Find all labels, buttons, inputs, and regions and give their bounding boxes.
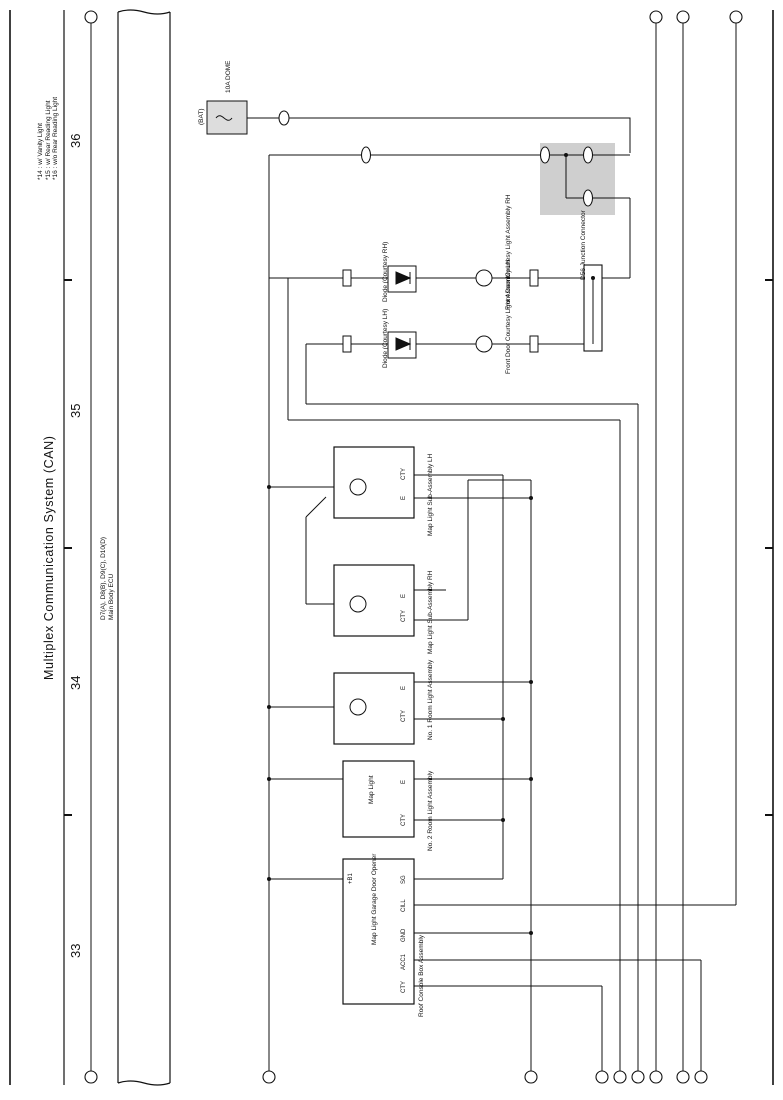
svg-text:CTY: CTY (401, 468, 407, 480)
ecu-label-block: D7(A), D8(B), D9(C), D10(D) Main Body EC… (100, 537, 115, 620)
diagram-title: Multiplex Communication System (CAN) (42, 435, 56, 680)
component-name-h7: Diode (Courtesy LH) (382, 308, 389, 368)
page-number: 35 (68, 403, 83, 418)
wire-junction-dots (267, 485, 533, 935)
page-number: 33 (68, 943, 83, 958)
component-inner-q1: Map Light Garage Door Opener (371, 853, 378, 945)
svg-text:SG: SG (401, 875, 407, 884)
component-name-g9: Diode (Courtesy RH) (382, 241, 389, 302)
svg-text:CTY: CTY (401, 814, 407, 826)
svg-text:CTY: CTY (401, 710, 407, 722)
ecu-connector-codes: D7(A), D8(B), D9(C), D10(D) (100, 536, 107, 620)
option-note: *15 : w/ Rear Reading Light (44, 100, 52, 181)
dome-fuse (206, 100, 631, 153)
svg-text:CTY: CTY (401, 610, 407, 622)
component-name-q3: Map Light Sub-Assembly RH (427, 570, 434, 654)
diode-g9-symbol (395, 271, 412, 285)
bottom-connector-markers (84, 1070, 708, 1084)
fuse-label: 10A DOME (225, 60, 232, 93)
component-q1 (342, 858, 415, 1005)
option-note: *14 : w/ Vanity Light (37, 123, 44, 180)
svg-text:CTY: CTY (401, 981, 407, 993)
page-number: 36 (68, 133, 83, 148)
svg-text:GND: GND (401, 928, 407, 942)
component-q3 (333, 564, 415, 637)
top-connector-markers (84, 10, 743, 24)
component-q4 (333, 446, 415, 519)
ecu-name: Main Body ECU (107, 573, 115, 620)
fuse-source: (BAT) (198, 108, 205, 126)
svg-text:CILL: CILL (401, 899, 407, 912)
courtesy-circuits (269, 277, 639, 1071)
component-q2 (333, 672, 415, 745)
component-q6 (342, 760, 415, 838)
component-name-q6: No. 2 Room Light Assembly (427, 770, 434, 851)
lamp-symbols (349, 478, 367, 716)
component-name-q1: Roof Console Box Assembly (418, 934, 425, 1017)
svg-text:+B1: +B1 (348, 872, 354, 884)
junction-connector-label: D56 Junction Connector (580, 210, 587, 280)
pin-labels: CTY E E CTY E CTY E CTY SG CILL GND ACC1… (348, 468, 407, 993)
component-wiring (269, 474, 736, 1071)
component-name-q4: Map Light Sub-Assembly LH (427, 453, 434, 536)
ecu-body-outline (117, 9, 171, 1086)
page-number: 34 (68, 675, 83, 690)
option-notes: *14 : w/ Vanity Light *15 : w/ Rear Read… (37, 97, 60, 180)
svg-text:ACC1: ACC1 (401, 953, 407, 970)
component-inner-q6: Map Light (368, 775, 375, 804)
option-note: *16 : w/o Rear Reading Light (52, 96, 59, 180)
svg-text:E: E (401, 780, 407, 784)
svg-text:E: E (401, 594, 407, 598)
component-name-g2: Front Door Courtesy Light Assembly RH (505, 194, 512, 310)
diode-h7-symbol (395, 337, 412, 351)
svg-text:E: E (401, 496, 407, 500)
vertical-buses (268, 23, 737, 1071)
svg-text:E: E (401, 686, 407, 690)
page-separator-ticks (64, 279, 773, 816)
junction-block (540, 143, 615, 215)
component-name-q2: No. 1 Room Light Assembly (427, 659, 434, 740)
